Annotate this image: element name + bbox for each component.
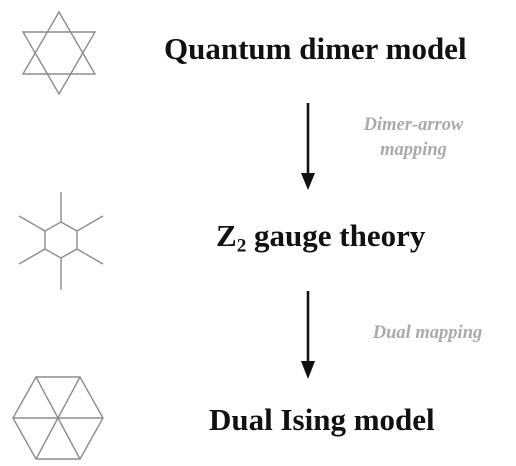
dual-ising-model-title: Dual Ising model [209,402,435,437]
kagome-star-icon [21,10,97,96]
quantum-dimer-model-title: Quantum dimer model [164,31,467,66]
dimer-arrow-mapping-label: Dimer-arrow mapping [346,113,481,163]
z2-subscript: 2 [236,235,247,257]
triangular-hexagon-icon [12,376,104,460]
gauge-theory-text: gauge theory [246,218,426,253]
dual-mapping-label: Dual mapping [340,321,515,346]
dual-mapping-label-line1: Dual mapping [372,323,483,343]
z2-symbol: Z [216,218,237,253]
dimer-arrow-label-line2: mapping [380,140,447,160]
down-arrow-icon [301,103,315,190]
z2-gauge-theory-title: Z2 gauge theory [216,218,426,257]
down-arrow-icon [301,291,315,379]
honeycomb-hexagon-icon [18,192,104,290]
dimer-arrow-label-line1: Dimer-arrow [363,115,464,135]
